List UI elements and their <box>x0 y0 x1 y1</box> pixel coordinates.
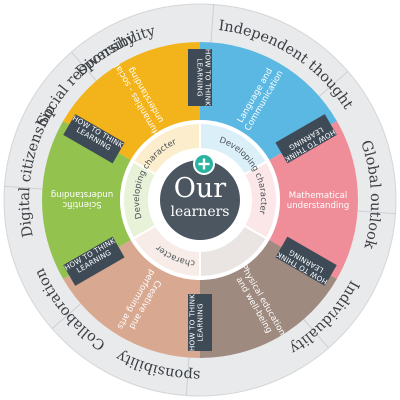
center-subtitle: learners <box>171 204 230 220</box>
ring-divider <box>318 71 349 97</box>
ring-divider <box>210 4 215 43</box>
ring-divider <box>4 185 43 190</box>
ring-divider <box>71 51 97 82</box>
center-circle <box>160 160 240 240</box>
pastel-segment <box>134 226 200 276</box>
segment-label: Scientificunderstanding <box>51 189 113 209</box>
pastel-segment <box>200 124 266 174</box>
center-title: Our <box>174 173 227 204</box>
ring-divider <box>357 210 396 215</box>
ring-divider <box>185 357 190 396</box>
developing-character-ring <box>124 124 276 276</box>
ring-dividers <box>4 4 396 396</box>
pastel-segment <box>124 162 155 238</box>
svg-text:HOW TO THINK: HOW TO THINK <box>204 49 213 106</box>
ring-divider <box>303 318 329 349</box>
svg-text:HOW TO THINK: HOW TO THINK <box>187 294 196 351</box>
pastel-segment <box>134 124 200 174</box>
svg-text:LEARNING: LEARNING <box>196 58 205 97</box>
ring-divider <box>51 303 82 329</box>
plus-icon[interactable] <box>193 153 215 175</box>
pastel-segment <box>200 226 266 276</box>
pastel-segment <box>245 162 276 238</box>
svg-text:LEARNING: LEARNING <box>195 303 204 342</box>
